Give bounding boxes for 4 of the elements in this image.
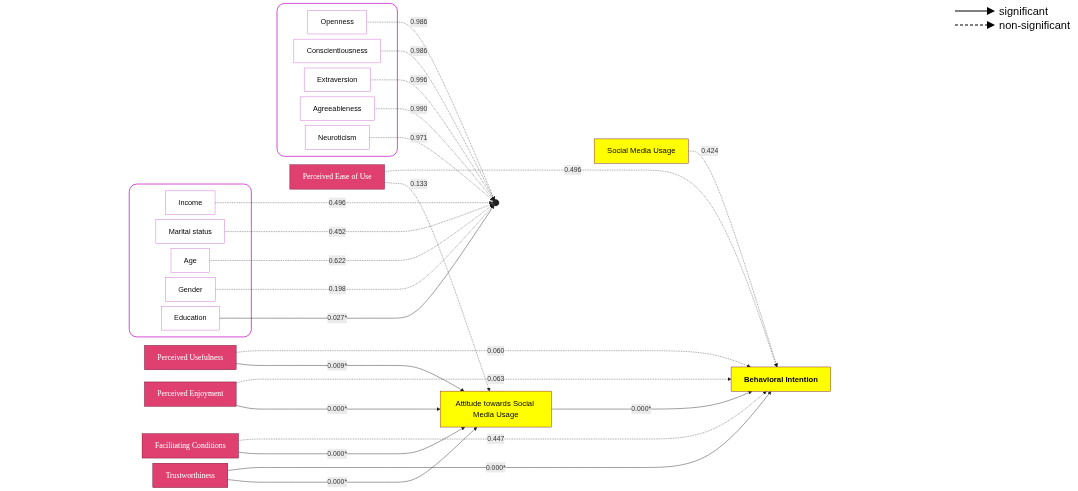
cluster xyxy=(128,183,252,338)
legend-label: significant xyxy=(999,5,1048,17)
cluster xyxy=(276,3,398,157)
legend-label: non-significant xyxy=(999,19,1070,31)
